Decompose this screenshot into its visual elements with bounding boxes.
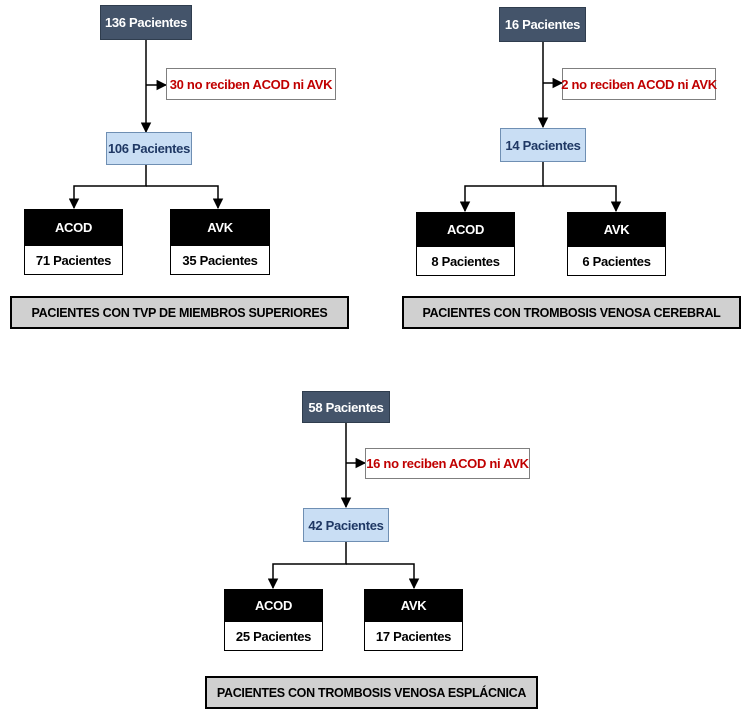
group2-start-box: 16 Pacientes xyxy=(499,7,586,42)
group1-acod-count: 71 Pacientes xyxy=(24,245,123,275)
flow-arrow-to-avk-3 xyxy=(346,563,420,590)
group3-avk-header: AVK xyxy=(364,589,463,621)
group1-excluded-box: 30 no reciben ACOD ni AVK xyxy=(166,68,336,100)
group2-excluded-box: 2 no reciben ACOD ni AVK xyxy=(561,68,717,100)
group1-start-box: 136 Pacientes xyxy=(100,5,192,40)
flow-arrow-to-acod-1 xyxy=(68,165,147,210)
group3-start-box: 58 Pacientes xyxy=(302,391,390,423)
flow-arrow-to-avk-2 xyxy=(543,185,622,213)
group3-remaining-box: 42 Pacientes xyxy=(303,508,389,542)
group1-acod-header: ACOD xyxy=(24,209,123,245)
group3-acod-count: 25 Pacientes xyxy=(224,621,323,651)
flow-arrow-to-acod-3 xyxy=(267,542,347,590)
group1-avk-header: AVK xyxy=(170,209,270,245)
group3-acod-header: ACOD xyxy=(224,589,323,621)
group3-title-box: PACIENTES CON TROMBOSIS VENOSA ESPLÁCNIC… xyxy=(205,676,538,709)
group2-title-box: PACIENTES CON TROMBOSIS VENOSA CEREBRAL xyxy=(402,296,741,329)
group3-avk-count: 17 Pacientes xyxy=(364,621,463,651)
flow-arrow-to-avk-1 xyxy=(146,185,224,210)
group1-title-box: PACIENTES CON TVP DE MIEMBROS SUPERIORES xyxy=(10,296,349,329)
group2-avk-header: AVK xyxy=(567,212,666,246)
group2-remaining-box: 14 Pacientes xyxy=(500,128,586,162)
group2-acod-count: 8 Pacientes xyxy=(416,246,515,276)
group1-remaining-box: 106 Pacientes xyxy=(106,132,192,165)
group2-avk-count: 6 Pacientes xyxy=(567,246,666,276)
group3-excluded-box: 16 no reciben ACOD ni AVK xyxy=(365,448,530,479)
flow-arrow-to-acod-2 xyxy=(459,162,544,213)
group1-avk-count: 35 Pacientes xyxy=(170,245,270,275)
group2-acod-header: ACOD xyxy=(416,212,515,246)
